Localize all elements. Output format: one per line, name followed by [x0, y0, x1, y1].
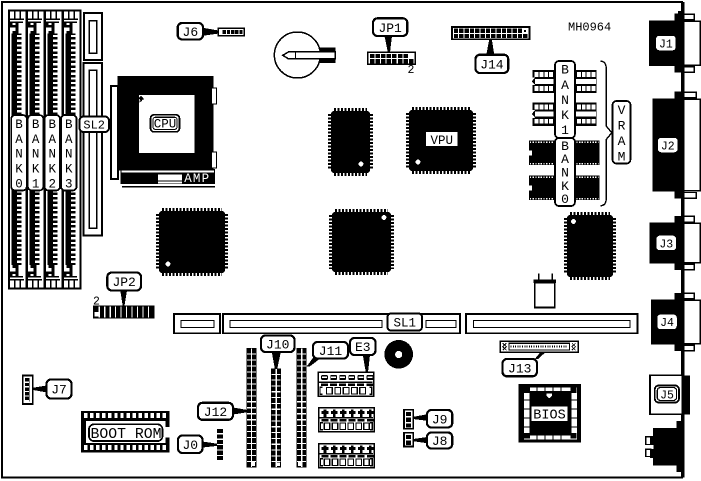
svg-text:K: K [65, 163, 73, 177]
svg-text:0: 0 [561, 192, 569, 207]
svg-text:1: 1 [561, 123, 569, 138]
svg-text:VPU: VPU [431, 134, 454, 148]
svg-text:J7: J7 [51, 383, 67, 398]
svg-text:N: N [561, 165, 569, 180]
svg-text:K: K [561, 179, 569, 194]
svg-text:J12: J12 [204, 405, 227, 420]
svg-text:3: 3 [65, 178, 73, 192]
svg-text:N: N [561, 93, 569, 108]
svg-text:J11: J11 [319, 344, 343, 359]
svg-text:A: A [48, 133, 56, 147]
svg-text:J9: J9 [432, 412, 448, 427]
svg-text:A: A [561, 152, 569, 167]
svg-text:2: 2 [408, 64, 415, 77]
svg-text:N: N [32, 148, 40, 162]
svg-text:A: A [561, 78, 569, 93]
svg-text:2: 2 [93, 296, 100, 309]
svg-text:J6: J6 [183, 25, 199, 40]
svg-text:B: B [561, 139, 569, 154]
svg-text:J13: J13 [508, 361, 531, 376]
svg-text:J2: J2 [661, 140, 675, 153]
svg-text:JP1: JP1 [378, 21, 402, 36]
svg-text:J14: J14 [480, 58, 504, 73]
svg-text:AMP: AMP [184, 172, 210, 186]
svg-text:B: B [561, 63, 569, 78]
svg-text:A: A [618, 134, 626, 149]
svg-text:BIOS: BIOS [533, 408, 565, 423]
svg-text:M: M [618, 149, 626, 164]
svg-text:J5: J5 [660, 389, 674, 402]
svg-text:J4: J4 [660, 317, 674, 330]
svg-text:2: 2 [48, 178, 56, 192]
svg-text:R: R [618, 118, 626, 133]
svg-text:B: B [48, 118, 56, 132]
svg-text:0: 0 [15, 178, 23, 192]
svg-text:1: 1 [32, 178, 40, 192]
svg-text:B: B [15, 118, 23, 132]
svg-text:SL1: SL1 [393, 316, 416, 330]
svg-text:JP2: JP2 [112, 275, 135, 290]
svg-text:A: A [65, 133, 73, 147]
svg-text:N: N [65, 148, 73, 162]
svg-text:CPU: CPU [154, 118, 177, 132]
svg-text:MH0964: MH0964 [568, 21, 611, 35]
svg-text:B: B [32, 118, 40, 132]
svg-text:J3: J3 [659, 238, 673, 251]
svg-text:N: N [15, 148, 23, 162]
svg-text:K: K [561, 108, 569, 123]
svg-text:K: K [32, 163, 40, 177]
svg-text:N: N [48, 148, 56, 162]
svg-text:V: V [618, 103, 626, 118]
svg-text:J0: J0 [182, 438, 198, 453]
svg-text:A: A [32, 133, 40, 147]
svg-text:BOOT ROM: BOOT ROM [90, 427, 161, 443]
svg-text:B: B [65, 118, 73, 132]
svg-text:J8: J8 [432, 434, 448, 449]
svg-text:J10: J10 [266, 337, 289, 352]
svg-text:SL2: SL2 [83, 119, 105, 133]
svg-text:A: A [15, 133, 23, 147]
svg-text:E3: E3 [355, 340, 371, 355]
svg-text:J1: J1 [659, 38, 673, 51]
svg-text:K: K [15, 163, 23, 177]
svg-text:K: K [48, 163, 56, 177]
